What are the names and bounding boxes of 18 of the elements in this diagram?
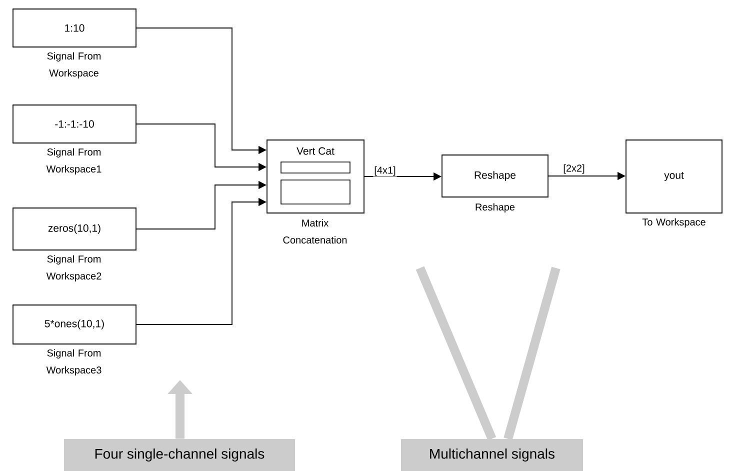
block-label: Reshape (476, 203, 515, 213)
block: -1:-1:-10 (12, 104, 136, 144)
block: 5*ones(10,1) (12, 304, 136, 344)
block-label: Signal From Workspace (47, 52, 101, 79)
block-label: Signal From Workspace3 (46, 349, 102, 376)
block-label: Matrix Concatenation (283, 219, 347, 244)
block: 1:10 (12, 8, 136, 48)
edge-label: [4x1] (373, 165, 397, 177)
block-label: Signal From Workspace2 (46, 255, 102, 282)
block: Reshape (442, 154, 548, 198)
block: Vert Cat (266, 140, 364, 214)
callout-box: Four single-channel signals (64, 439, 295, 471)
block: yout (626, 140, 722, 214)
callout-box: Multichannel signals (401, 439, 583, 471)
block-label: To Workspace (642, 218, 706, 228)
block-label: Signal From Workspace1 (46, 148, 102, 175)
block: zeros(10,1) (12, 208, 136, 250)
edge-label: [2x2] (562, 163, 586, 175)
